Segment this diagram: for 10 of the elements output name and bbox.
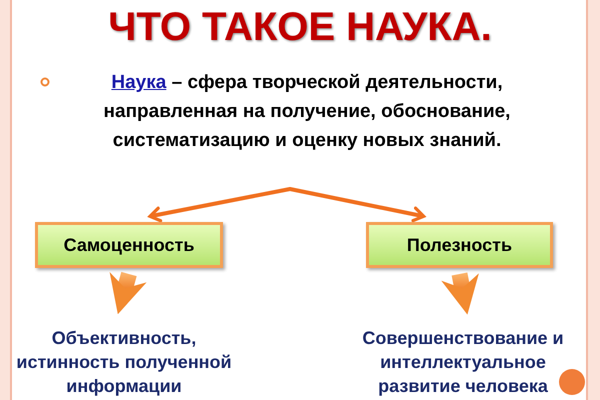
process-box: Полезность bbox=[366, 222, 553, 268]
definition-text: Наука – сфера творческой деятельности, направленная на получение, обоснование, систематизацию и оценку новых знаний. bbox=[102, 71, 512, 153]
block-arrow bbox=[441, 272, 479, 315]
process-box: Самоценность bbox=[35, 222, 223, 268]
term-link: Наука bbox=[111, 72, 166, 93]
result-text: Объективность, истинность полученной информации bbox=[8, 326, 240, 398]
block-arrow bbox=[110, 272, 147, 314]
title: ЧТО ТАКОЕ НАУКА. bbox=[107, 4, 493, 50]
result-text: Совершенствование и интеллектуальное развитие человека bbox=[345, 326, 581, 398]
double-arrow bbox=[148, 187, 426, 222]
